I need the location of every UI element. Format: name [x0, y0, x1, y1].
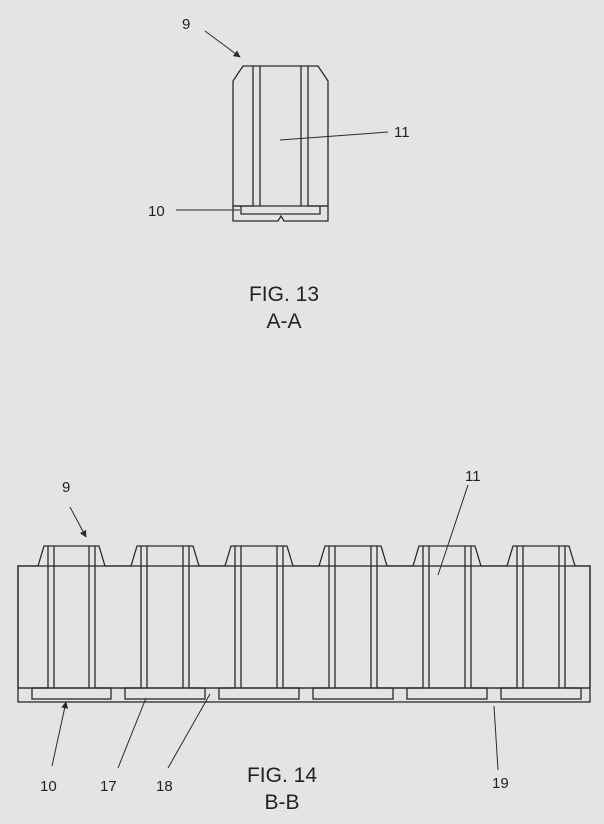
- fig13-ref-9: 9: [182, 16, 190, 33]
- fig13-ref-11: 11: [394, 124, 410, 141]
- fig13-leader-9: [204, 30, 241, 58]
- fig14-hatched-wall: [188, 545, 236, 689]
- fig13-bottom-recess: [232, 205, 329, 222]
- fig14-leader-10: [51, 701, 69, 767]
- fig14-ref-18: 18: [156, 778, 173, 795]
- fig14-hatched-wall: [17, 545, 49, 689]
- fig13-ref-10: 10: [148, 203, 165, 220]
- fig13-section-view: [232, 65, 329, 222]
- fig14-leader-17: [117, 697, 147, 769]
- fig14-bottom-recess: [31, 687, 112, 700]
- fig13-leader-11: [279, 131, 389, 141]
- fig14-hatched-wall: [94, 545, 142, 689]
- fig14-hatched-wall: [470, 545, 518, 689]
- fig14-bottom-recess: [312, 687, 394, 700]
- fig14-leader-9: [69, 506, 87, 538]
- fig14-bottom-recess: [406, 687, 488, 700]
- fig14-bottom-recess: [124, 687, 206, 700]
- fig13-right-wall: [307, 65, 329, 207]
- fig14-ref-10: 10: [40, 778, 57, 795]
- fig14-ref-19: 19: [492, 775, 509, 792]
- fig14-bottom-recess: [218, 687, 300, 700]
- fig14-ref-11: 11: [465, 468, 481, 485]
- fig13-left-wall: [232, 65, 254, 207]
- fig14-bottom-recess: [500, 687, 582, 700]
- fig14-hatched-wall: [282, 545, 330, 689]
- fig14-ref-9: 9: [62, 479, 70, 496]
- fig14-ref-17: 17: [100, 778, 117, 795]
- fig13-section-label: A-A: [266, 310, 301, 333]
- fig14-leader-11: [437, 484, 469, 576]
- fig14-caption: FIG. 14: [247, 764, 317, 787]
- fig14-section-view: [17, 545, 591, 703]
- fig14-hatched-wall: [376, 545, 424, 689]
- fig14-hatched-wall: [564, 545, 591, 689]
- fig14-leader-18: [167, 693, 211, 769]
- fig14-body-outline: [17, 565, 591, 703]
- fig14-section-label: B-B: [264, 791, 299, 814]
- fig13-caption: FIG. 13: [249, 283, 319, 306]
- fig14-leader-19: [493, 705, 499, 771]
